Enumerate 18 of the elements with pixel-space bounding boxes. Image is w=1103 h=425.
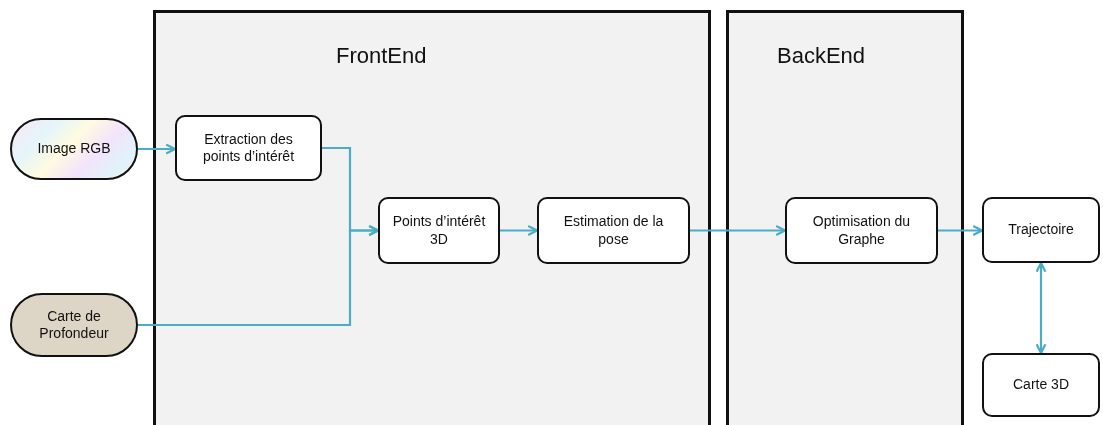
process-box: Trajectoire bbox=[982, 197, 1100, 263]
panel-title: BackEnd bbox=[777, 43, 866, 69]
process-box: Points d’intérêt 3D bbox=[378, 197, 500, 264]
stage-panel bbox=[726, 10, 964, 425]
process-box: Extraction des points d’intérêt bbox=[175, 115, 322, 181]
stage-panel bbox=[153, 10, 711, 425]
arrow bbox=[138, 143, 177, 155]
process-box: Optimisation du Graphe bbox=[785, 197, 938, 264]
panel-title: FrontEnd bbox=[336, 43, 427, 69]
arrow bbox=[938, 225, 984, 236]
arrow bbox=[500, 225, 539, 236]
arrow bbox=[138, 225, 380, 327]
arrow bbox=[690, 225, 787, 236]
process-box: Estimation de la pose bbox=[537, 197, 690, 264]
process-box: Carte 3D bbox=[982, 353, 1100, 417]
input-terminal: Image RGB bbox=[10, 118, 138, 180]
input-terminal: Carte de Profondeur bbox=[10, 293, 138, 357]
arrow bbox=[1035, 261, 1047, 355]
